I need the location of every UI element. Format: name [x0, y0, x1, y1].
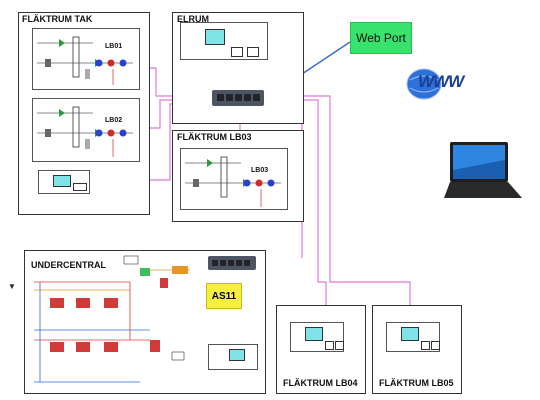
- www-globe-graphic: [406, 68, 442, 100]
- www-logo-text: WWW: [418, 72, 464, 91]
- ahu-schematic-lb02: LB02: [32, 98, 140, 162]
- room-title-elrum: ELRUM: [177, 14, 209, 24]
- controller-panel-tak: [38, 170, 90, 194]
- room-title-flaktrum-tak: FLÄKTRUM TAK: [22, 14, 93, 24]
- room-title-flaktrum-lb04: FLÄKTRUM LB04: [283, 378, 358, 388]
- network-switch-elrum: [212, 90, 264, 106]
- controller-panel-undercentral: [208, 344, 258, 370]
- controller-panel-lb04: [290, 322, 344, 352]
- legend-marker: ▼: [8, 282, 16, 291]
- ahu-schematic-lb01: LB01: [32, 28, 140, 90]
- www-globe-icon: WWW: [402, 66, 474, 100]
- room-title-flaktrum-lb03: FLÄKTRUM LB03: [177, 132, 252, 142]
- ahu-schematic-lb03: LB03: [180, 148, 288, 210]
- controller-as11: AS11: [206, 283, 242, 309]
- network-switch-undercentral: [208, 256, 256, 270]
- cable-lb05: [268, 95, 411, 305]
- controller-panel-lb05: [386, 322, 440, 352]
- ahu-lb03-graphic: [185, 156, 281, 207]
- ahu-lb01-graphic: [37, 36, 133, 85]
- unit-label-lb03: LB03: [251, 167, 269, 174]
- unit-label-lb01: LB01: [105, 43, 123, 50]
- ahu-lb02-graphic: [37, 106, 133, 157]
- room-title-undercentral: UNDERCENTRAL: [31, 260, 106, 270]
- laptop-icon: [444, 140, 524, 202]
- unit-label-lb02: LB02: [105, 117, 123, 124]
- laptop-graphic: [444, 142, 522, 198]
- room-title-flaktrum-lb05: FLÄKTRUM LB05: [379, 378, 454, 388]
- controller-panel-elrum: [180, 22, 268, 60]
- web-port-box: Web Port: [350, 22, 412, 54]
